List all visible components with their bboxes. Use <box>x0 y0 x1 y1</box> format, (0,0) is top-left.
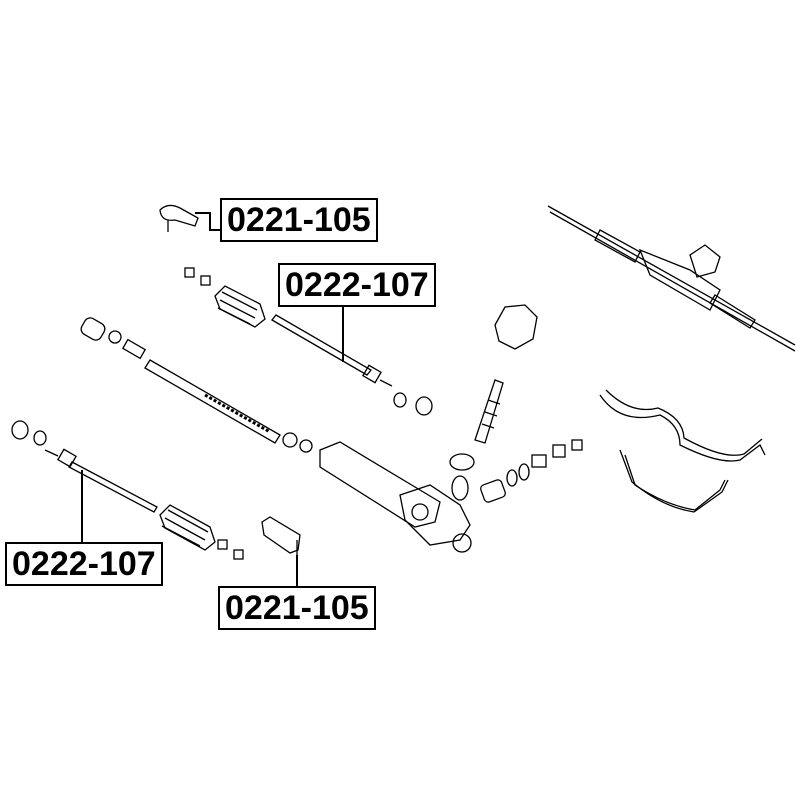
leader-lines <box>81 212 344 586</box>
part-label-inner-tie-rod-bottom: 0222-107 <box>5 542 163 586</box>
tie-rod-end-bottom <box>261 516 301 556</box>
part-label-tie-rod-end-top: 0221-105 <box>220 198 378 242</box>
pressure-lines <box>599 389 766 513</box>
rack-bar <box>80 317 313 453</box>
tie-rod-end-top <box>159 204 199 232</box>
pinion-valve <box>449 304 538 501</box>
part-label-tie-rod-end-bottom: 0221-105 <box>218 586 376 630</box>
boot-top <box>184 267 266 328</box>
inner-tie-rod-top <box>271 314 393 387</box>
boot-bottom <box>159 504 244 560</box>
boot-clamps <box>11 392 433 446</box>
inner-tie-rod-bottom <box>44 448 158 513</box>
part-label-inner-tie-rod-top: 0222-107 <box>278 263 436 307</box>
seal-kit <box>480 439 583 503</box>
assembled-rack <box>547 205 796 352</box>
rack-housing <box>319 441 472 553</box>
